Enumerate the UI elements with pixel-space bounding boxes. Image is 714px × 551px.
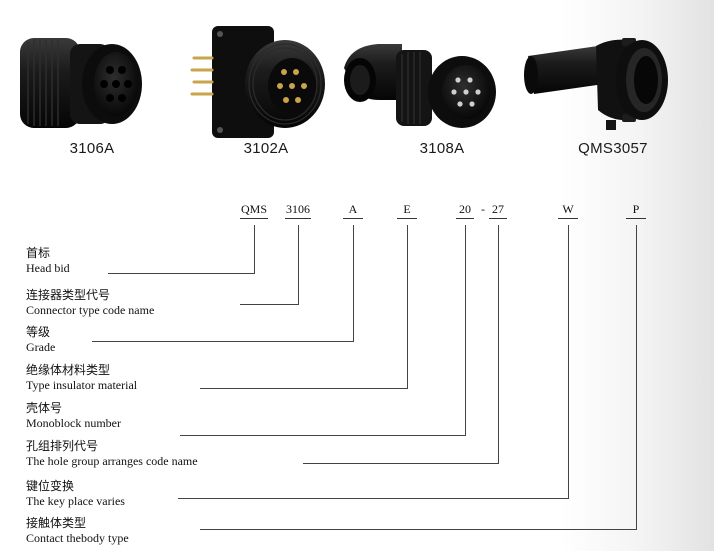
product-label: 3102A xyxy=(243,140,289,157)
leader-line xyxy=(303,463,499,464)
leader-line xyxy=(240,304,299,305)
field-connector-type: 连接器类型代号 Connector type code name xyxy=(26,288,155,317)
product-illustrations xyxy=(20,26,668,138)
leader-line xyxy=(465,225,466,435)
code-underline xyxy=(558,218,578,219)
field-contact-type: 接触体类型 Contact thebody type xyxy=(26,516,129,545)
code-segment-dash: - xyxy=(481,202,485,216)
field-insulator-material: 绝缘体材料类型 Type insulator material xyxy=(26,363,138,392)
product-label: 3108A xyxy=(419,140,465,157)
code-segment-material: E xyxy=(403,202,411,216)
code-underline xyxy=(626,218,646,219)
leader-line xyxy=(254,225,255,273)
code-segment-shell: 20 xyxy=(459,202,471,216)
leader-line xyxy=(200,388,408,389)
leader-line xyxy=(568,225,569,498)
connector-3106a-image xyxy=(20,38,142,128)
leader-line xyxy=(298,225,299,304)
code-underline xyxy=(489,218,507,219)
connector-3102a-image xyxy=(190,26,325,138)
field-insert-arrangement: 孔组排列代号 The hole group arranges code name xyxy=(26,439,198,468)
leader-line xyxy=(636,225,637,529)
leader-line xyxy=(180,435,466,436)
code-segment-qms: QMS xyxy=(240,202,268,216)
code-segment-grade: A xyxy=(348,202,358,216)
code-underline xyxy=(240,218,268,219)
leader-line xyxy=(407,225,408,388)
leader-line xyxy=(353,225,354,341)
leader-line xyxy=(108,273,255,274)
field-shell-number: 壳体号 Monoblock number xyxy=(26,401,121,430)
code-underline xyxy=(397,218,417,219)
product-label: QMS3057 xyxy=(578,140,648,157)
field-grade: 等级 Grade xyxy=(26,325,56,354)
product-label: 3106A xyxy=(69,140,115,157)
code-segment-contact: P xyxy=(632,202,640,216)
connector-3108a-image xyxy=(344,44,496,128)
code-underline xyxy=(456,218,474,219)
leader-line xyxy=(92,341,354,342)
code-segment-type: 3106 xyxy=(286,202,310,216)
code-underline xyxy=(343,218,363,219)
field-head-bid: 首标 Head bid xyxy=(26,246,70,275)
connector-qms3057-image xyxy=(524,38,668,130)
code-underline xyxy=(285,218,311,219)
code-segment-insert: 27 xyxy=(492,202,504,216)
leader-line xyxy=(200,529,637,530)
leader-line xyxy=(498,225,499,463)
leader-line xyxy=(178,498,569,499)
code-segment-key: W xyxy=(562,202,574,216)
field-key-position: 键位变换 The key place varies xyxy=(26,479,125,508)
